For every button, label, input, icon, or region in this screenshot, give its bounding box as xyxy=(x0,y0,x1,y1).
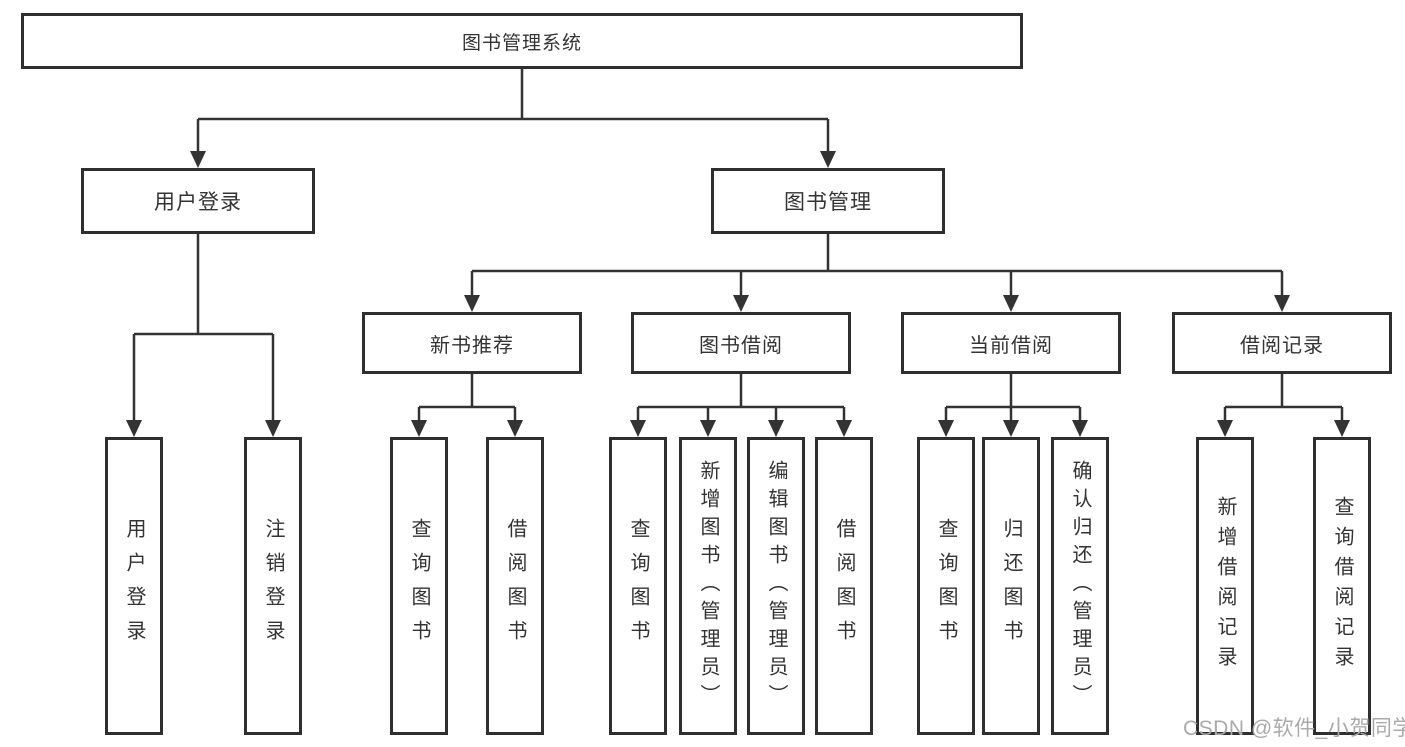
leaf-query-books-recommend-label: 查询图书 xyxy=(408,518,430,654)
node-new-book-recommend: 新书推荐 xyxy=(362,312,582,374)
node-root-label: 图书管理系统 xyxy=(461,32,582,54)
leaf-confirm-return-admin: 确认归还（管理员） xyxy=(1051,437,1109,735)
leaf-edit-book-admin: 编辑图书（管理员） xyxy=(747,437,805,735)
leaf-add-book-admin-label: 新增图书（管理员） xyxy=(697,460,719,712)
leaf-user-login-label: 用户登录 xyxy=(123,518,145,654)
leaf-borrow-books-label: 借阅图书 xyxy=(833,518,855,654)
leaf-query-books-recommend: 查询图书 xyxy=(390,437,448,735)
leaf-edit-book-admin-label: 编辑图书（管理员） xyxy=(765,460,787,712)
node-root: 图书管理系统 xyxy=(21,13,1023,69)
node-borrow-records-label: 借阅记录 xyxy=(1240,334,1324,357)
node-current-borrow-label: 当前借阅 xyxy=(969,334,1053,357)
leaf-confirm-return-admin-label: 确认归还（管理员） xyxy=(1069,460,1091,712)
node-book-borrow-label: 图书借阅 xyxy=(699,334,783,357)
leaf-query-books-borrow-label: 查询图书 xyxy=(627,518,649,654)
node-user-login: 用户登录 xyxy=(81,168,315,234)
leaf-logout-label: 注销登录 xyxy=(262,518,284,654)
arrowheads xyxy=(126,151,1350,437)
leaf-borrow-books: 借阅图书 xyxy=(815,437,873,735)
node-book-borrow: 图书借阅 xyxy=(631,312,851,374)
leaf-borrow-books-recommend: 借阅图书 xyxy=(486,437,544,735)
leaf-add-book-admin: 新增图书（管理员） xyxy=(679,437,737,735)
leaf-query-borrow-record-label: 查询借阅记录 xyxy=(1331,496,1353,676)
leaf-query-borrow-record: 查询借阅记录 xyxy=(1313,437,1371,735)
leaf-borrow-books-recommend-label: 借阅图书 xyxy=(504,518,526,654)
leaf-return-book: 归还图书 xyxy=(982,437,1040,735)
leaf-query-books-current-label: 查询图书 xyxy=(935,518,957,654)
node-book-management: 图书管理 xyxy=(711,168,945,234)
leaf-add-borrow-record: 新增借阅记录 xyxy=(1196,437,1254,735)
leaf-user-login: 用户登录 xyxy=(105,437,163,735)
node-new-book-recommend-label: 新书推荐 xyxy=(430,334,514,357)
node-book-management-label: 图书管理 xyxy=(784,191,872,214)
node-current-borrow: 当前借阅 xyxy=(901,312,1121,374)
node-user-login-label: 用户登录 xyxy=(154,191,242,214)
leaf-query-books-current: 查询图书 xyxy=(917,437,975,735)
leaf-logout: 注销登录 xyxy=(244,437,302,735)
leaf-add-borrow-record-label: 新增借阅记录 xyxy=(1214,496,1236,676)
leaf-query-books-borrow: 查询图书 xyxy=(609,437,667,735)
node-borrow-records: 借阅记录 xyxy=(1172,312,1392,374)
leaf-return-book-label: 归还图书 xyxy=(1000,518,1022,654)
